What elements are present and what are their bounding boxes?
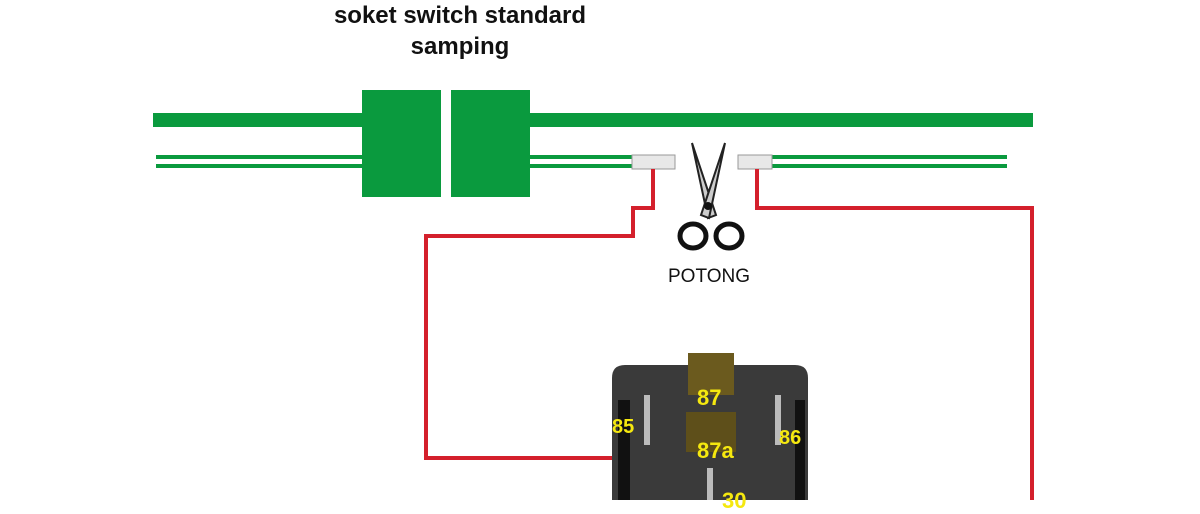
- diagram-title: soket switch standard samping: [280, 0, 640, 62]
- pin-87-label: 87: [697, 385, 722, 410]
- red-wire-right: [755, 169, 1034, 500]
- pin-87a-label: 87a: [697, 438, 734, 463]
- red-wire-left: [424, 169, 700, 460]
- cut-label: POTONG: [668, 266, 750, 287]
- wire-end-left: [631, 154, 676, 170]
- scissors-icon: [677, 142, 745, 251]
- main-green-wire: [153, 113, 1033, 127]
- title-line-2: samping: [410, 33, 510, 60]
- pin-85-label: 85: [612, 416, 635, 438]
- pin-86-label: 86: [779, 427, 802, 449]
- title-line-1: soket switch standard: [333, 2, 587, 29]
- pin-30-label: 30: [722, 488, 747, 513]
- relay: [612, 353, 808, 500]
- wire-end-right: [737, 154, 773, 170]
- wiring-diagram: [153, 90, 1034, 500]
